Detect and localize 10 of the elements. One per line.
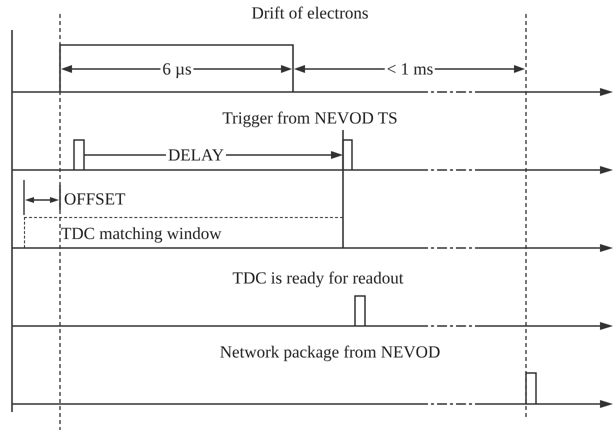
signal-label: OFFSET: [64, 190, 126, 208]
signal-label: Network package from NEVOD: [220, 344, 440, 360]
signal-label: TDC is ready for readout: [232, 270, 404, 286]
dimension-label: 6 µs: [160, 60, 194, 78]
dimension-label: < 1 ms: [384, 60, 436, 78]
signal-label: Trigger from NEVOD TS: [222, 110, 398, 126]
window-label: TDC matching window: [61, 224, 222, 242]
window-box: [24, 217, 343, 248]
dimension-label: DELAY: [166, 146, 226, 164]
signal-label: Drift of electrons: [251, 4, 369, 22]
